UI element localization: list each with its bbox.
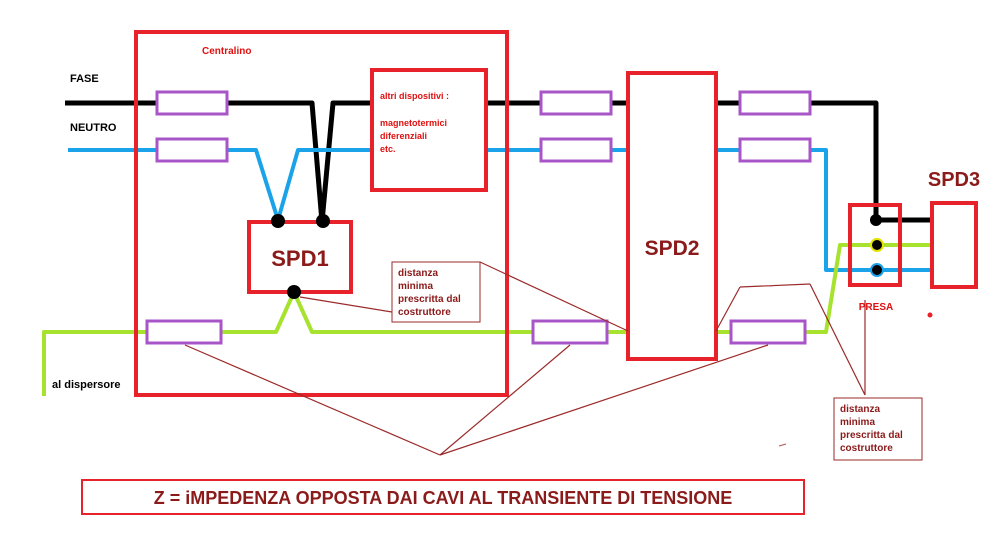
impedance-terra-2 (531, 319, 609, 345)
impedance-fase-1 (155, 90, 229, 116)
distanza-callout-1 (391, 261, 481, 323)
impedance-fase-3 (738, 90, 812, 116)
distanza-2-line4: costruttore (840, 443, 893, 454)
impedance-neutro-3 (738, 137, 812, 163)
dispersore-label: al dispersore (52, 379, 120, 391)
stray-dot (927, 312, 933, 318)
neutro-wire (68, 148, 932, 272)
fase-label: FASE (70, 73, 99, 85)
distanza-callout-2 (833, 397, 923, 461)
spd3-box (930, 201, 978, 289)
distanza-1-line2: minima (398, 281, 433, 292)
altri-dispositivi-line3: etc. (380, 144, 396, 154)
presa-neutro-node (870, 263, 884, 277)
spd1-neutro-node (271, 214, 285, 228)
pointer-lines (184, 261, 866, 456)
presa-label: PRESA (859, 302, 893, 313)
distanza-2-line3: prescritta dal (840, 430, 903, 441)
spd1-label: SPD1 (271, 246, 328, 271)
distanza-1-line3: prescritta dal (398, 294, 461, 305)
impedance-resistors (145, 90, 812, 345)
spd3-label: SPD3 (928, 169, 980, 191)
impedance-terra-1 (145, 319, 223, 345)
altri-dispositivi-line1: magnetotermici (380, 118, 447, 128)
centralino-label: Centralino (202, 46, 251, 57)
presa-box (848, 203, 902, 287)
impedance-neutro-1 (155, 137, 229, 163)
stray-mark-2 (778, 443, 787, 447)
altri-dispositivi-title: altri dispositivi : (380, 91, 449, 101)
distanza-1-line1: distanza (398, 268, 438, 279)
altri-dispositivi-line2: diferenziali (380, 131, 427, 141)
impedance-neutro-2 (539, 137, 613, 163)
distanza-2-line1: distanza (840, 404, 880, 415)
impedance-caption-box (81, 479, 805, 515)
distanza-2-line2: minima (840, 417, 875, 428)
distanza-1-line4: costruttore (398, 307, 451, 318)
presa-terra-node (870, 238, 884, 252)
impedance-fase-2 (539, 90, 613, 116)
altri-dispositivi-box (370, 68, 488, 192)
spd2-label: SPD2 (645, 237, 700, 260)
neutro-label: NEUTRO (70, 122, 117, 134)
spd1-terra-node (287, 285, 301, 299)
spd2-box (626, 71, 718, 361)
spd1-box (247, 220, 353, 294)
presa-fase-node (870, 214, 882, 226)
spd1-fase-node (316, 214, 330, 228)
impedance-caption: Z = iMPEDENZA OPPOSTA DAI CAVI AL TRANSI… (154, 488, 733, 508)
impedance-terra-3 (729, 319, 807, 345)
centralino-box (134, 30, 509, 397)
